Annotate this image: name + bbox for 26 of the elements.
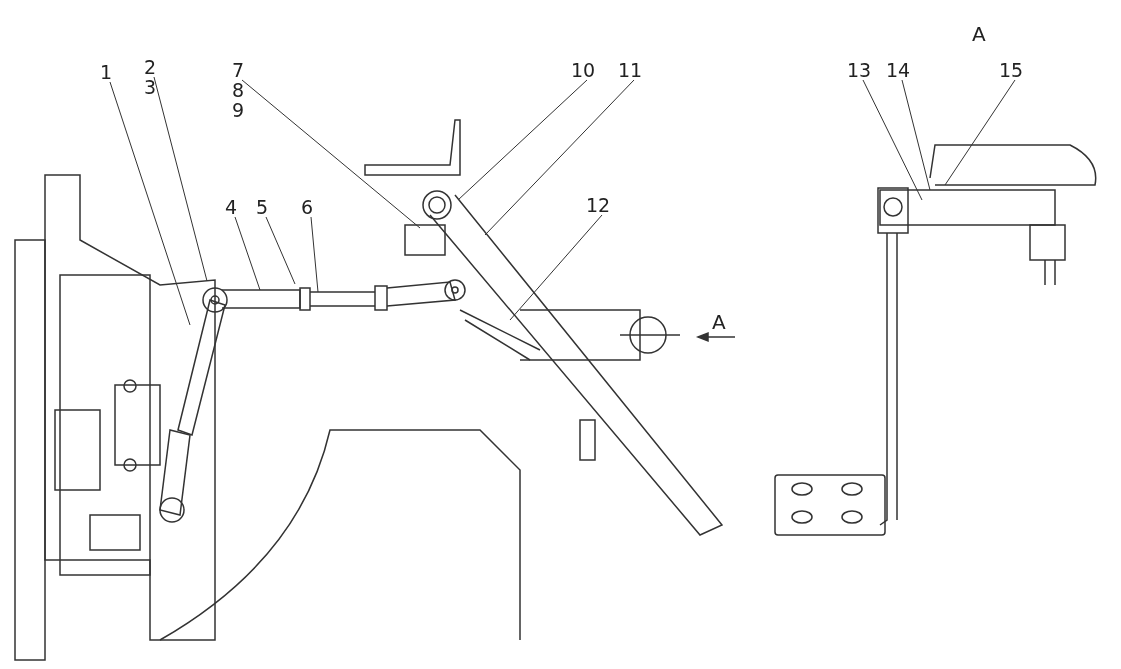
leader-line: [457, 79, 588, 201]
leader-line: [509, 214, 603, 321]
leader-line: [109, 81, 191, 326]
callout-number: 7 8 9: [228, 60, 248, 120]
callout-number: 14: [885, 60, 911, 80]
callout-number: 13: [846, 60, 872, 80]
callout-number: 10: [570, 60, 596, 80]
callout-number: 5: [252, 197, 272, 217]
leader-line: [862, 79, 923, 201]
leader-line: [241, 79, 421, 229]
callout-number: 12: [585, 195, 611, 215]
callout-number: 6: [297, 197, 317, 217]
leader-line: [944, 79, 1016, 186]
view-label: A: [972, 22, 986, 46]
leader-line: [234, 216, 261, 291]
callout-number: 2 3: [140, 57, 160, 97]
leader-line: [310, 216, 319, 293]
leader-line: [153, 76, 208, 282]
section-label: A: [712, 310, 726, 334]
callout-number: 1: [96, 62, 116, 82]
callout-number: 4: [221, 197, 241, 217]
callout-number: 15: [998, 60, 1024, 80]
leader-line: [901, 79, 931, 191]
leader-line: [265, 216, 296, 285]
callout-number: 11: [617, 60, 643, 80]
leader-line: [484, 79, 635, 236]
